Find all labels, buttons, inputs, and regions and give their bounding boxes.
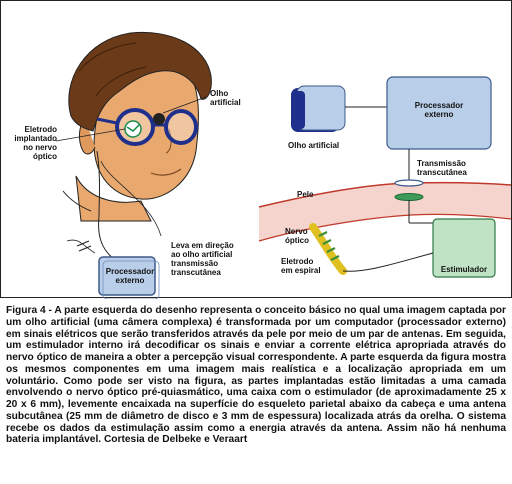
label-stimulator: Estimulador [440, 265, 488, 274]
left-processor-box [98, 256, 156, 296]
internal-antenna [394, 193, 424, 201]
implanted-electrode [124, 120, 142, 138]
label-transcutaneous-transmission: Transmissão transcutânea [417, 159, 467, 177]
optic-nerve [309, 223, 347, 275]
label-processor-left: Processador externo [105, 267, 155, 285]
label-skin: Pele [297, 190, 314, 199]
label-artificial-eye-right: Olho artificial [288, 141, 340, 150]
skin-line-bottom [258, 213, 512, 242]
camera-dot [153, 113, 165, 125]
label-implanted-electrode: Eletrodo implantado no nervo óptico [14, 125, 57, 161]
cable [96, 150, 120, 264]
label-processor-right: Processador externo [414, 101, 464, 119]
figure-panel: Olho artificial Eletrodo implantado no n… [0, 0, 512, 299]
glasses-right-lens [164, 109, 198, 145]
label-optic-nerve: Nervo óptico [285, 227, 309, 245]
right-processor-box [386, 76, 492, 150]
diagram-drawing [55, 31, 512, 299]
external-antenna [394, 179, 424, 187]
stimulator-box [432, 218, 496, 278]
hair [68, 31, 212, 132]
spiral-electrode [318, 231, 340, 261]
figure-caption: Figura 4 - A parte esquerda do desenho r… [6, 305, 506, 446]
label-spiral-electrode: Eletrodo em espiral [281, 257, 321, 275]
label-artificial-eye-left: Olho artificial [210, 89, 241, 107]
label-transcutaneous-lead: Leva em direção ao olho artificial trans… [171, 241, 234, 277]
neck [75, 175, 152, 222]
